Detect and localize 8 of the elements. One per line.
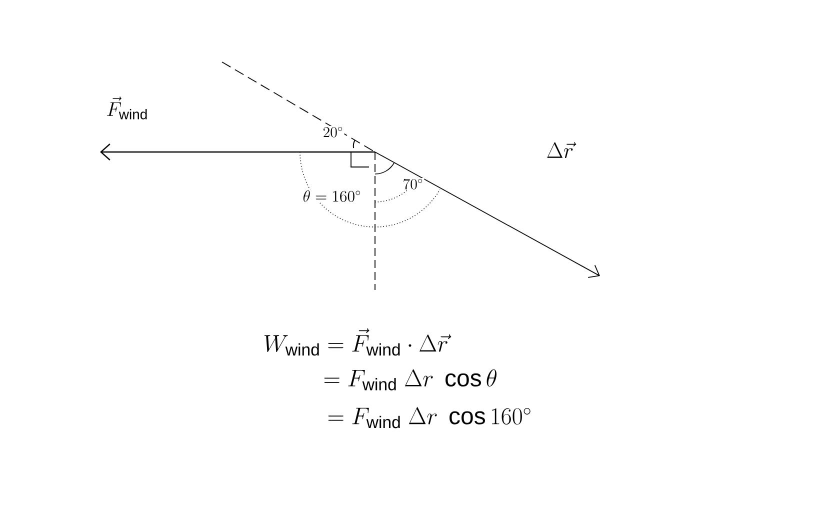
angle-label: $\theta = 160^{\circ}$ — [302, 189, 362, 203]
equation-line: $= F_{\mathrm{wind}}\;\Delta r\;\cos\theta$ — [322, 368, 498, 392]
equation-line: $= F_{\mathrm{wind}}\;\Delta r\;\cos 160^{\circ}$ — [326, 406, 533, 430]
equation-line: $W_{\mathrm{wind}} = \vec{F}_{\mathrm{wind}} \cdot \Delta\vec{r}$ — [262, 327, 452, 357]
vector-label: $\vec{F}_{\mathrm{wind}}$ — [105, 96, 150, 120]
angle-label: $20^{\circ}$ — [322, 126, 344, 138]
vector-label: $\Delta\vec{r}$ — [545, 141, 576, 159]
angle-label: $70^{\circ}$ — [402, 178, 424, 190]
